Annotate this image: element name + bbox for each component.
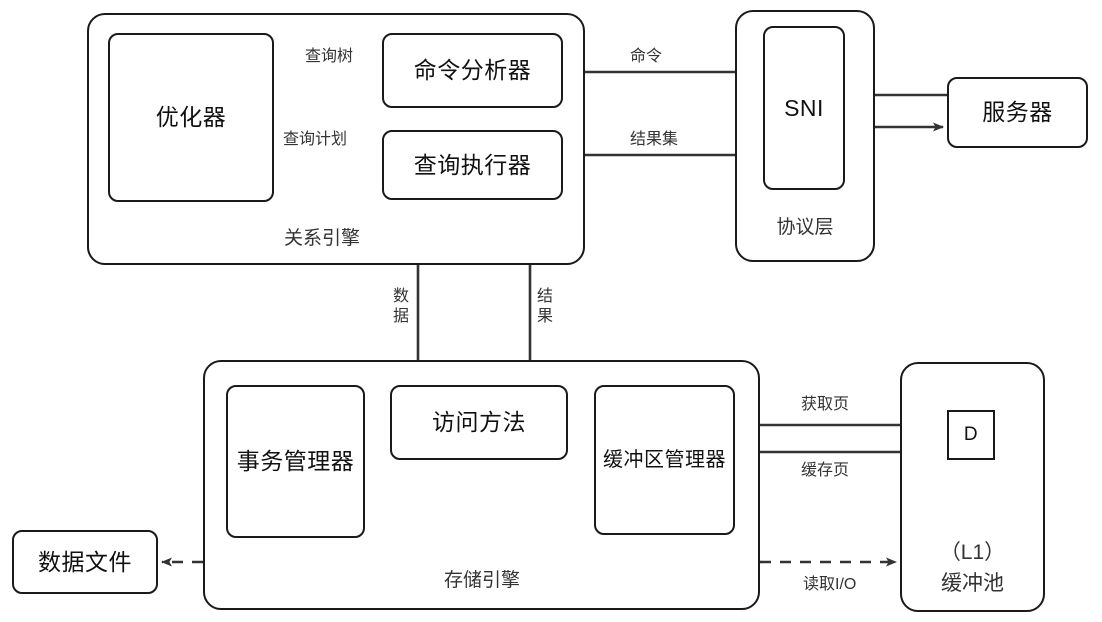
edge-label-read-io: 读取I/O [803, 576, 857, 593]
edge-label-result: 结果 [536, 288, 553, 325]
node-buffer-pool-label-l1: （L1） [939, 541, 1006, 564]
edge-label-data: 数据 [392, 288, 409, 325]
edge-label-cache-page: 缓存页 [801, 462, 850, 479]
node-transaction-manager[interactable]: 事务管理器 [226, 385, 365, 538]
edge-label-query-tree: 查询树 [305, 48, 354, 65]
node-command-parser[interactable]: 命令分析器 [382, 33, 563, 108]
node-query-executor[interactable]: 查询执行器 [382, 130, 563, 200]
edge-label-query-plan: 查询计划 [283, 131, 348, 148]
container-protocol-layer-label: 协议层 [776, 217, 834, 238]
edge-label-result-set: 结果集 [630, 131, 679, 148]
container-storage-engine-label: 存储引擎 [443, 570, 520, 591]
node-sni[interactable]: SNI [763, 26, 845, 190]
node-server[interactable]: 服务器 [947, 77, 1088, 148]
edge-label-command: 命令 [630, 48, 663, 65]
container-buffer-pool [900, 362, 1045, 612]
node-buffer-pool-label: 缓冲池 [941, 572, 1004, 595]
node-data-file[interactable]: 数据文件 [12, 530, 158, 594]
node-optimizer[interactable]: 优化器 [108, 33, 274, 202]
edge-label-fetch-page: 获取页 [801, 396, 850, 413]
node-buffer-manager[interactable]: 缓冲区管理器 [594, 385, 735, 535]
container-relational-engine-label: 关系引擎 [283, 228, 360, 249]
node-page-d[interactable]: D [947, 410, 995, 460]
node-access-methods[interactable]: 访问方法 [390, 385, 568, 460]
